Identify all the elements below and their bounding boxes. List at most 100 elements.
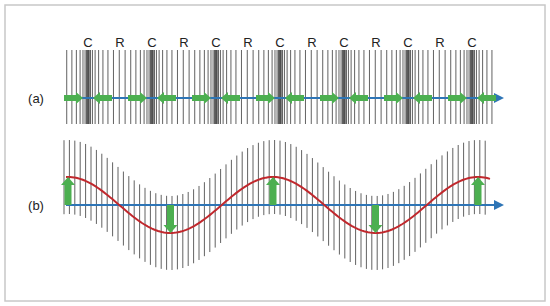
particle-line [470, 50, 471, 124]
particle-line [317, 50, 318, 124]
particle-line [102, 50, 103, 124]
particle-line [433, 50, 434, 124]
particle-line [80, 50, 81, 124]
particle-line [113, 50, 114, 124]
particle-line [305, 50, 306, 124]
region-label: R [243, 36, 252, 49]
particle-line [247, 50, 248, 124]
particle-line [343, 50, 344, 124]
region-label: C [211, 36, 220, 49]
particle-line [149, 50, 150, 124]
transverse-wave [61, 140, 504, 270]
particle-line [76, 50, 77, 124]
region-label: R [435, 36, 444, 49]
particle-line [375, 50, 376, 124]
particle-line [235, 50, 236, 124]
motion-arrow [477, 92, 496, 104]
particle-line [214, 50, 215, 124]
particle-line [439, 50, 440, 124]
particle-line [151, 50, 152, 124]
particle-line [402, 50, 403, 124]
particle-line [299, 50, 300, 124]
particle-line [472, 50, 473, 124]
motion-arrow [413, 92, 432, 104]
particle-line [183, 50, 184, 124]
particle-line [427, 50, 428, 124]
frame [5, 5, 545, 301]
motion-arrow [384, 92, 403, 104]
particle-line [341, 50, 342, 124]
particle-line [189, 50, 190, 124]
panel-label: (a) [28, 92, 44, 105]
particle-line [469, 50, 470, 124]
particle-line [406, 50, 407, 124]
particle-line [369, 50, 370, 124]
particle-line [363, 50, 364, 124]
particle-line [146, 50, 147, 124]
motion-arrow [128, 92, 147, 104]
particle-line [140, 50, 141, 124]
particle-line [66, 50, 67, 124]
particle-line [338, 50, 339, 124]
particle-line [199, 50, 200, 124]
particle-line [418, 50, 419, 124]
motion-arrow [64, 92, 83, 104]
particle-line [268, 50, 269, 124]
particle-line [159, 50, 160, 124]
particle-line [85, 50, 86, 124]
particle-line [332, 50, 333, 124]
region-label: C [83, 36, 92, 49]
particle-line [204, 50, 205, 124]
particle-line [194, 50, 195, 124]
particle-line [322, 50, 323, 124]
particle-line [486, 50, 487, 124]
particle-line [471, 50, 472, 124]
particle-line [396, 50, 397, 124]
particle-line [358, 50, 359, 124]
particle-line [277, 50, 278, 124]
particle-line [223, 50, 224, 124]
region-label: R [115, 36, 124, 49]
particle-line [86, 50, 87, 124]
particle-line [88, 50, 89, 124]
particle-line [216, 50, 217, 124]
particle-line [153, 50, 154, 124]
particle-line [215, 50, 216, 124]
particle-line [95, 50, 96, 124]
particle-line [64, 140, 65, 214]
particle-line [294, 50, 295, 124]
particle-line [474, 50, 475, 124]
particle-line [343, 50, 344, 124]
particle-line [125, 50, 126, 124]
particle-line [156, 50, 157, 124]
motion-arrow [221, 92, 240, 104]
region-label: C [147, 36, 156, 49]
motion-arrow [369, 205, 383, 233]
particle-line [92, 50, 93, 124]
particle-line [466, 50, 467, 124]
region-label: C [403, 36, 412, 49]
particle-line [409, 50, 410, 124]
particle-line [407, 50, 408, 124]
particle-line [210, 50, 211, 124]
motion-arrow [320, 92, 339, 104]
particle-line [400, 50, 401, 124]
particle-line [450, 50, 451, 124]
region-label: R [179, 36, 188, 49]
particle-line [171, 50, 172, 124]
particle-line [87, 50, 88, 124]
particle-line [412, 50, 413, 124]
particle-line [460, 50, 461, 124]
motion-arrow [93, 92, 112, 104]
region-label: C [275, 36, 284, 49]
particle-line [422, 50, 423, 124]
particle-line [346, 50, 347, 124]
region-label: C [339, 36, 348, 49]
particle-line [279, 50, 280, 124]
motion-arrow [61, 177, 75, 205]
particle-line [345, 50, 346, 124]
particle-line [213, 50, 214, 124]
motion-arrow [164, 205, 178, 233]
particle-line [381, 50, 382, 124]
particle-line [311, 50, 312, 124]
